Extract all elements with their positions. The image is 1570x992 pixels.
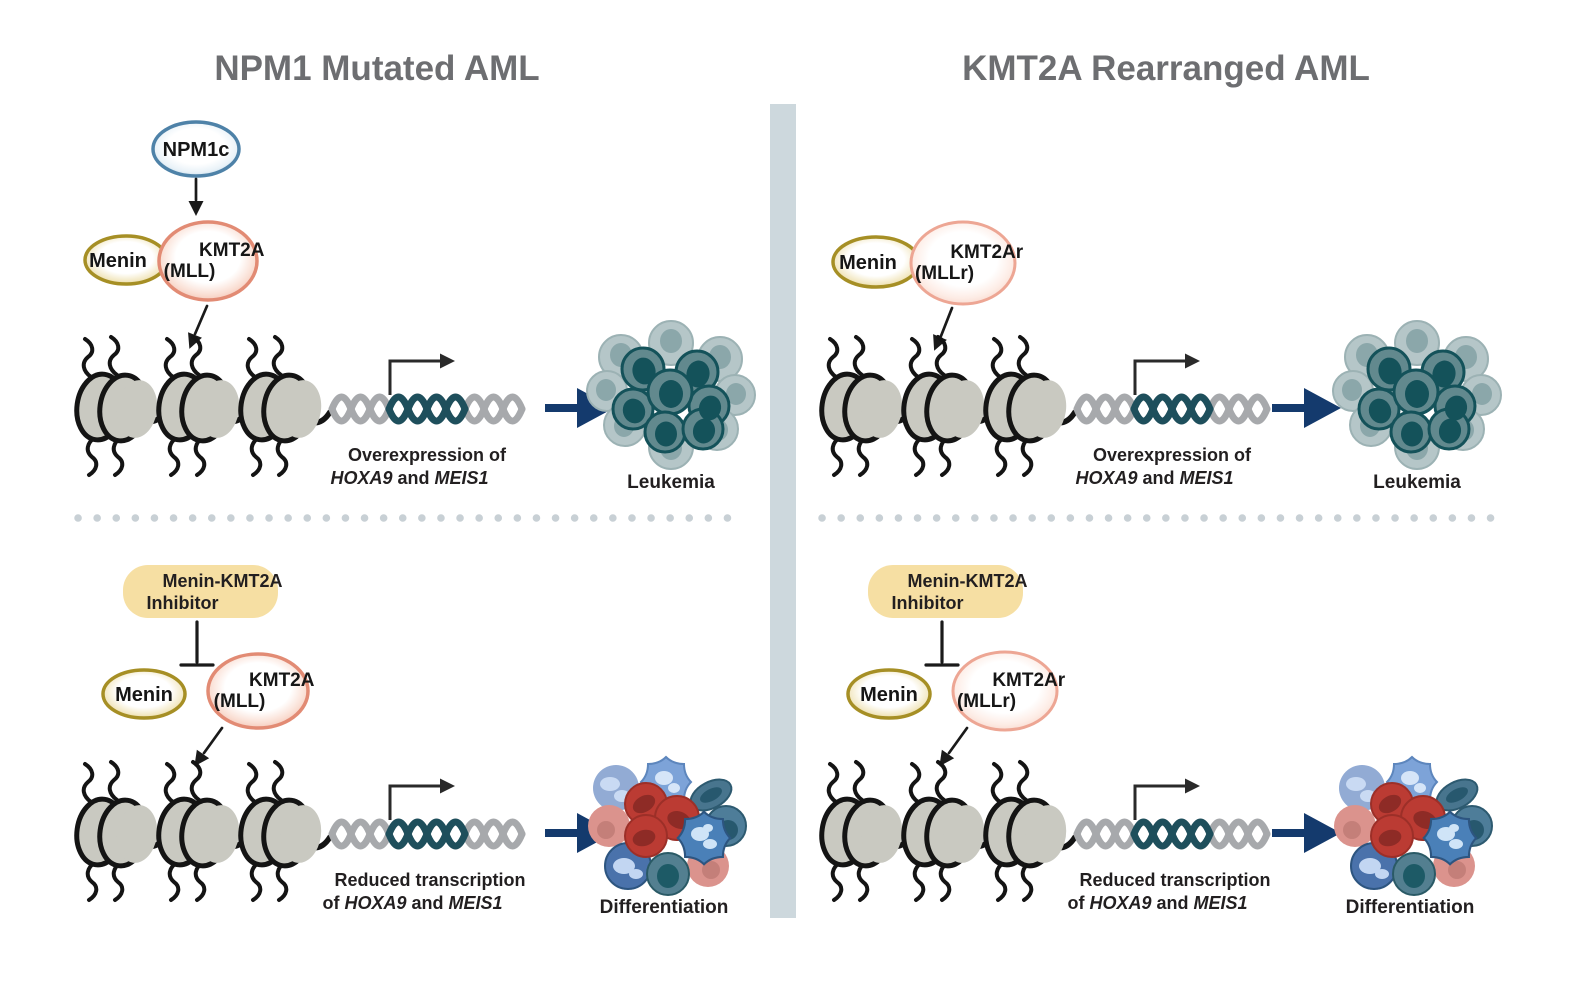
kmt2ar-oval xyxy=(951,650,1059,732)
menin-label: Menin xyxy=(860,684,918,706)
menin-label: Menin xyxy=(115,684,173,706)
vertical-divider xyxy=(770,104,796,918)
inhibition-tbar-icon xyxy=(924,620,960,667)
complex-to-chromatin-arrow xyxy=(947,726,969,755)
overexpression-caption: Overexpression of HOXA9 and MEIS1 xyxy=(303,445,551,488)
leukemia-label: Leukemia xyxy=(627,472,715,493)
menin-oval xyxy=(101,668,187,720)
menin-oval xyxy=(846,668,932,720)
kmt2a-label: KMT2A(MLL) xyxy=(202,670,315,712)
overexpression-caption: Overexpression of HOXA9 and MEIS1 xyxy=(1048,445,1296,488)
leukemia-label: Leukemia xyxy=(1373,472,1461,493)
inhibitor-pill xyxy=(868,565,1023,618)
npm1-panel: NPM1 Mutated AML NPM1c Menin KMT2A(MLL) … xyxy=(73,49,757,918)
inhibition-tbar-icon xyxy=(179,620,215,667)
menin-label: Menin xyxy=(89,250,147,272)
npm1-leukemia-pathway: NPM1c Menin KMT2A(MLL) Overexpression of… xyxy=(73,120,757,493)
reduced-transcription-caption: Reduced transcription of HOXA9 and MEIS1 xyxy=(289,870,570,913)
kmt2ar-label: KMT2Ar(MLLr) xyxy=(903,242,1024,284)
inhibitor-pill xyxy=(123,565,278,618)
complex-to-chromatin-arrow xyxy=(939,306,954,338)
kmt2a-oval xyxy=(206,652,310,730)
npm1c-oval xyxy=(151,120,241,178)
kmt2ar-leukemia-pathway: Menin KMT2Ar(MLLr) Overexpression of HOX… xyxy=(818,220,1503,493)
complex-to-chromatin-arrow xyxy=(193,304,209,336)
npm1-panel-title: NPM1 Mutated AML xyxy=(214,49,539,88)
reduced-transcription-caption: Reduced transcription of HOXA9 and MEIS1 xyxy=(1034,870,1315,913)
differentiation-label: Differentiation xyxy=(1346,897,1475,918)
kmt2ar-label: KMT2Ar(MLLr) xyxy=(945,670,1066,712)
menin-label: Menin xyxy=(839,252,897,274)
differentiation-label: Differentiation xyxy=(600,897,729,918)
kmt2ar-oval xyxy=(909,220,1017,306)
complex-to-chromatin-arrow xyxy=(202,726,224,755)
npm1c-label: NPM1c xyxy=(163,139,230,161)
kmt2a-label: KMT2A(MLL) xyxy=(152,240,265,282)
kmt2a-oval xyxy=(157,220,259,302)
kmt2a-panel-title: KMT2A Rearranged AML xyxy=(962,49,1370,88)
kmt2a-panel: KMT2A Rearranged AML Menin KMT2Ar(MLLr) … xyxy=(818,49,1503,918)
